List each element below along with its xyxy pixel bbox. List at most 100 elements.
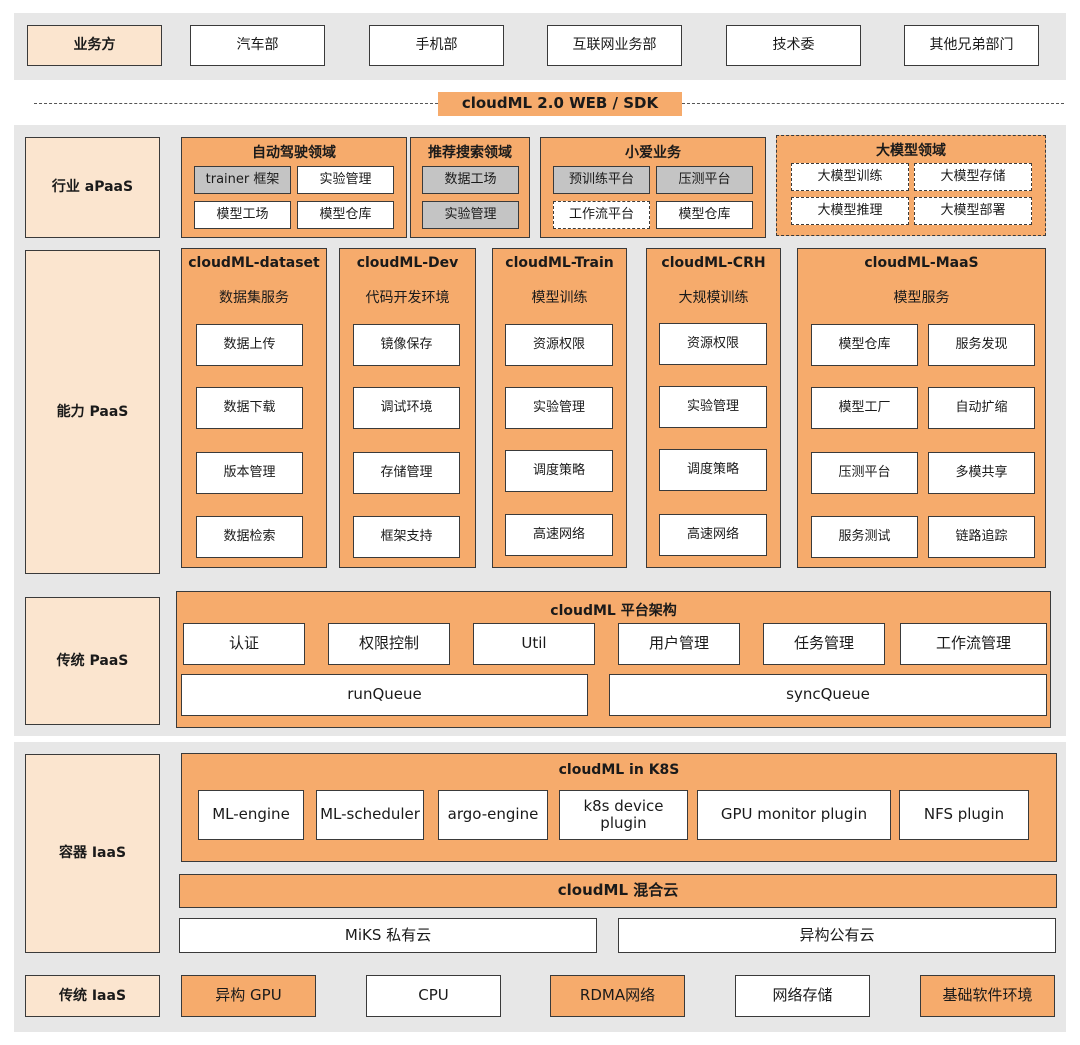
train-subtitle: 模型训练 xyxy=(531,290,588,306)
crh-item: 高速网络 xyxy=(659,514,767,556)
dev-subtitle: 代码开发环境 xyxy=(365,290,450,306)
xiaoai-item: 压测平台 xyxy=(656,166,753,194)
k8s-item: k8s device plugin xyxy=(559,790,688,840)
crh-title: cloudML-CRH xyxy=(661,255,766,271)
trad-iaas-label: 传统 IaaS xyxy=(25,975,160,1017)
train-item: 调度策略 xyxy=(505,450,613,492)
business-band xyxy=(14,13,1066,80)
paas-label: 能力 PaaS xyxy=(25,250,160,574)
dataset-item: 数据检索 xyxy=(196,516,303,558)
train-item: 高速网络 xyxy=(505,514,613,556)
trad-paas-label: 传统 PaaS xyxy=(25,597,160,725)
dataset-item: 数据下载 xyxy=(196,387,303,429)
xiaoai-item: 工作流平台 xyxy=(553,201,650,229)
public-cloud: 异构公有云 xyxy=(618,918,1056,953)
llm-item: 大模型推理 xyxy=(791,197,909,225)
recommend-item: 实验管理 xyxy=(422,201,519,229)
dev-item: 框架支持 xyxy=(353,516,460,558)
train-title: cloudML-Train xyxy=(505,255,614,271)
maas-item: 模型仓库 xyxy=(811,324,918,366)
private-cloud: MiKS 私有云 xyxy=(179,918,597,953)
xiaoai-title: 小爱业务 xyxy=(625,145,681,161)
crh-subtitle: 大规模训练 xyxy=(678,290,749,306)
k8s-item: ML-engine xyxy=(198,790,304,840)
crh-item: 资源权限 xyxy=(659,323,767,365)
maas-item: 多模共享 xyxy=(928,452,1035,494)
dev-title: cloudML-Dev xyxy=(356,255,459,271)
iaas-item-software: 基础软件环境 xyxy=(920,975,1055,1017)
run-queue: runQueue xyxy=(181,674,588,716)
platform-item: 工作流管理 xyxy=(900,623,1047,665)
train-item: 实验管理 xyxy=(505,387,613,429)
llm-item: 大模型部署 xyxy=(914,197,1032,225)
sdk-dashed-line-left xyxy=(34,103,438,104)
xiaoai-panel: 小爱业务 预训练平台 压测平台 工作流平台 模型仓库 xyxy=(540,137,766,238)
maas-item: 服务发现 xyxy=(928,324,1035,366)
llm-title: 大模型领域 xyxy=(876,143,946,159)
platform-item: 用户管理 xyxy=(618,623,740,665)
k8s-panel: cloudML in K8S ML-engine ML-scheduler ar… xyxy=(181,753,1057,862)
recommend-item: 数据工场 xyxy=(422,166,519,194)
platform-panel: cloudML 平台架构 认证 权限控制 Util 用户管理 任务管理 工作流管… xyxy=(176,591,1051,728)
platform-item: Util xyxy=(473,623,595,665)
auto-item: 模型工场 xyxy=(194,201,291,229)
iaas-item-cpu: CPU xyxy=(366,975,501,1017)
maas-panel: cloudML-MaaS 模型服务 模型仓库 服务发现 模型工厂 自动扩缩 压测… xyxy=(797,248,1046,568)
maas-item: 压测平台 xyxy=(811,452,918,494)
train-item: 资源权限 xyxy=(505,324,613,366)
dev-panel: cloudML-Dev 代码开发环境 镜像保存 调试环境 存储管理 框架支持 xyxy=(339,248,476,568)
dataset-item: 版本管理 xyxy=(196,452,303,494)
platform-item: 权限控制 xyxy=(328,623,450,665)
k8s-item: argo-engine xyxy=(438,790,548,840)
maas-item: 模型工厂 xyxy=(811,387,918,429)
crh-item: 实验管理 xyxy=(659,386,767,428)
iaas-item-storage: 网络存储 xyxy=(735,975,870,1017)
dev-item: 存储管理 xyxy=(353,452,460,494)
llm-item: 大模型存储 xyxy=(914,163,1032,191)
k8s-item: NFS plugin xyxy=(899,790,1029,840)
maas-item: 自动扩缩 xyxy=(928,387,1035,429)
maas-item: 服务测试 xyxy=(811,516,918,558)
xiaoai-item: 预训练平台 xyxy=(553,166,650,194)
k8s-title: cloudML in K8S xyxy=(558,762,680,778)
business-item: 手机部 xyxy=(369,25,504,66)
crh-panel: cloudML-CRH 大规模训练 资源权限 实验管理 调度策略 高速网络 xyxy=(646,248,781,568)
auto-driving-panel: 自动驾驶领域 trainer 框架 实验管理 模型工场 模型仓库 xyxy=(181,137,407,238)
apaas-label: 行业 aPaaS xyxy=(25,137,160,238)
business-item: 技术委 xyxy=(726,25,861,66)
auto-item: 模型仓库 xyxy=(297,201,394,229)
dataset-title: cloudML-dataset xyxy=(188,255,320,271)
dataset-subtitle: 数据集服务 xyxy=(219,290,289,306)
auto-item: 实验管理 xyxy=(297,166,394,194)
business-item: 互联网业务部 xyxy=(547,25,682,66)
sdk-dashed-line-right xyxy=(682,103,1064,104)
maas-item: 链路追踪 xyxy=(928,516,1035,558)
k8s-item: GPU monitor plugin xyxy=(697,790,891,840)
recommend-title: 推荐搜索领域 xyxy=(428,145,512,161)
platform-title: cloudML 平台架构 xyxy=(550,603,677,619)
dataset-panel: cloudML-dataset 数据集服务 数据上传 数据下载 版本管理 数据检… xyxy=(181,248,327,568)
auto-driving-title: 自动驾驶领域 xyxy=(252,145,336,161)
recommend-panel: 推荐搜索领域 数据工场 实验管理 xyxy=(410,137,530,238)
train-panel: cloudML-Train 模型训练 资源权限 实验管理 调度策略 高速网络 xyxy=(492,248,627,568)
iaas-item-rdma: RDMA网络 xyxy=(550,975,685,1017)
maas-title: cloudML-MaaS xyxy=(864,255,979,271)
crh-item: 调度策略 xyxy=(659,449,767,491)
iaas-item-gpu: 异构 GPU xyxy=(181,975,316,1017)
llm-panel: 大模型领域 大模型训练 大模型存储 大模型推理 大模型部署 xyxy=(776,135,1046,236)
container-iaas-label: 容器 IaaS xyxy=(25,754,160,953)
dev-item: 镜像保存 xyxy=(353,324,460,366)
auto-item: trainer 框架 xyxy=(194,166,291,194)
hybrid-cloud-bar: cloudML 混合云 xyxy=(179,874,1057,908)
platform-item: 任务管理 xyxy=(763,623,885,665)
platform-item: 认证 xyxy=(183,623,305,665)
maas-subtitle: 模型服务 xyxy=(893,290,950,306)
business-item: 汽车部 xyxy=(190,25,325,66)
sdk-label: cloudML 2.0 WEB / SDK xyxy=(438,92,682,116)
llm-item: 大模型训练 xyxy=(791,163,909,191)
sync-queue: syncQueue xyxy=(609,674,1047,716)
xiaoai-item: 模型仓库 xyxy=(656,201,753,229)
dataset-item: 数据上传 xyxy=(196,324,303,366)
k8s-item: ML-scheduler xyxy=(316,790,424,840)
business-item: 其他兄弟部门 xyxy=(904,25,1039,66)
